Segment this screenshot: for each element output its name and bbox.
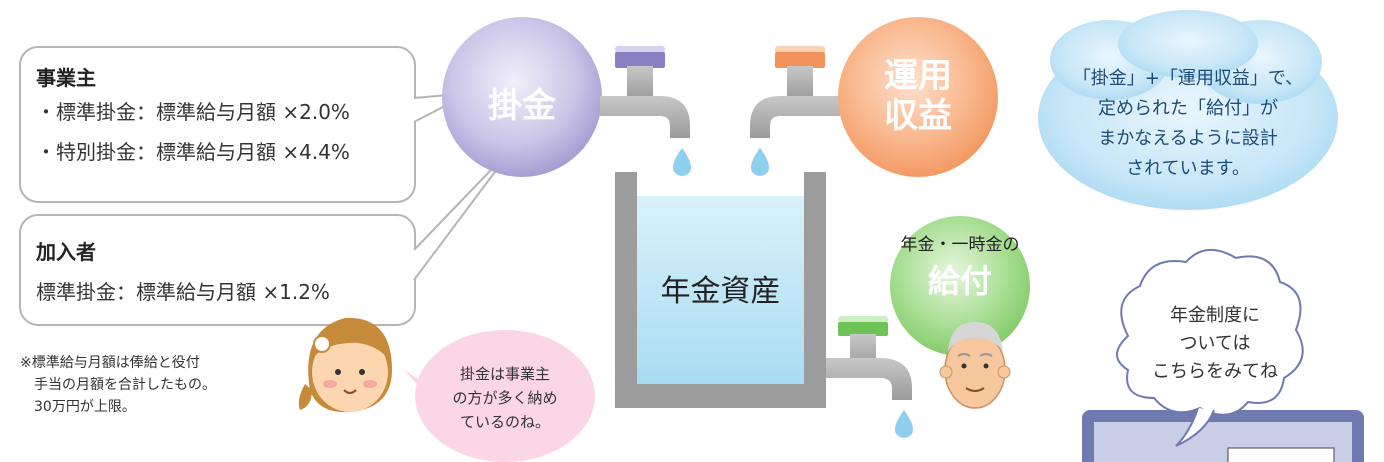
member-line-standard: 標準掛金：標準給与月額 ×1.2%	[36, 280, 330, 304]
girl-avatar	[298, 317, 392, 413]
summary-cloud	[1038, 10, 1338, 210]
benefit-label: 給付	[927, 262, 992, 300]
employer-line-standard: ・標準掛金：標準給与月額 ×2.0%	[36, 100, 350, 124]
footnote-line-1: ※標準給与月額は俸給と役付	[20, 355, 200, 371]
girl-bubble-line-2: の方が多く納め	[452, 389, 558, 407]
pc-monitor[interactable]	[1082, 410, 1364, 462]
investment-circle	[838, 17, 998, 177]
investment-faucet	[750, 46, 840, 176]
benefit-circle	[890, 216, 1030, 356]
girl-bubble-line-3: ているのね。	[459, 413, 550, 431]
tank-label: 年金資産	[660, 274, 781, 309]
pension-tank	[615, 172, 826, 408]
footnote-line-2: 手当の月額を合計したもの。	[34, 377, 216, 393]
member-heading: 加入者	[36, 240, 96, 264]
cloud-line-4: されています。	[1126, 158, 1250, 179]
cloud-line-1: 「掛金」+「運用収益」で、	[1072, 68, 1304, 89]
pc-thought-cloud	[1116, 249, 1304, 447]
girl-bubble-line-1: 掛金は事業主	[459, 365, 550, 383]
investment-label-line-2: 収益	[884, 96, 952, 136]
contribution-circle	[442, 17, 602, 177]
footnote-line-3: 30万円が上限。	[34, 399, 136, 415]
water-drop	[895, 410, 913, 438]
benefit-faucet	[826, 316, 913, 438]
water-drop	[751, 148, 769, 176]
contribution-faucet	[600, 46, 691, 176]
member-box	[19, 144, 516, 326]
elderly-man-avatar	[939, 322, 1011, 409]
water-drop	[673, 148, 691, 176]
benefit-caption: 年金・一時金の	[900, 235, 1020, 255]
contribution-label: 掛金	[488, 86, 556, 126]
employer-heading: 事業主	[36, 66, 96, 90]
employer-box	[19, 46, 471, 203]
investment-label-line-1: 運用	[884, 56, 952, 96]
girl-speech-bubble	[404, 330, 595, 462]
pc-bubble-line-1: 年金制度に	[1170, 305, 1260, 326]
pc-bubble-line-3: こちらをみてね	[1152, 361, 1278, 382]
cloud-line-3: まかなえるように設計	[1098, 128, 1278, 149]
pc-bubble-line-2: ついては	[1179, 333, 1251, 354]
employer-line-special: ・特別掛金：標準給与月額 ×4.4%	[36, 140, 350, 164]
cloud-line-2: 定められた「給付」が	[1098, 98, 1278, 119]
